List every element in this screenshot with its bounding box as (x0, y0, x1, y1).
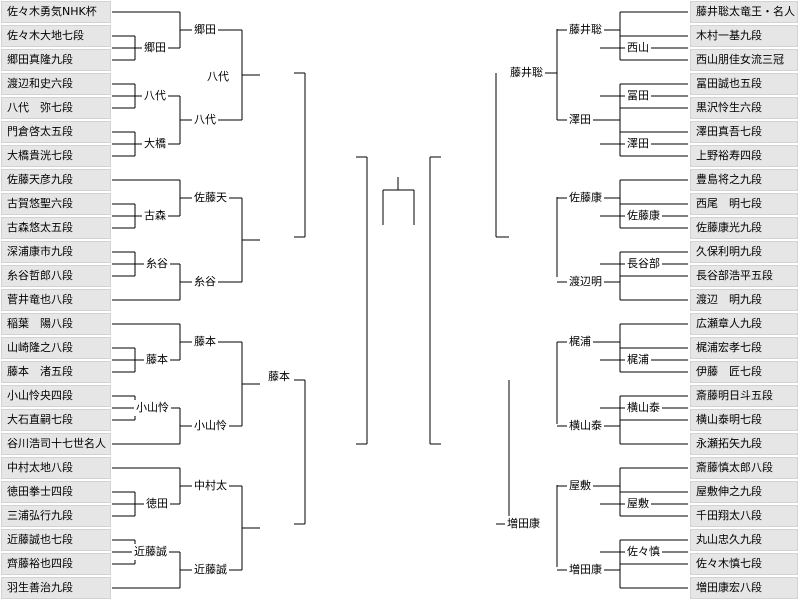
round2-winner-label: 八代 (192, 112, 218, 128)
player-entry: 佐藤康光九段 (690, 217, 798, 239)
player-entry: 西山朋佳女流三冠 (690, 49, 798, 71)
round3-winner-label: 増田康 (505, 516, 542, 532)
player-entry: 長谷部浩平五段 (690, 265, 798, 287)
player-entry: 佐々木慎七段 (690, 553, 798, 575)
player-entry: 古森悠太五段 (1, 217, 111, 239)
round2-winner-label: 中村太 (192, 478, 229, 494)
round2-winner-label: 小山怜 (192, 418, 229, 434)
player-entry: 谷川浩司十七世名人 (1, 433, 111, 455)
player-entry: 小山怜央四段 (1, 385, 111, 407)
round2-winner-label: 藤井聡 (567, 22, 604, 38)
player-entry: 糸谷哲郎八段 (1, 265, 111, 287)
round1-winner-label: 小山怜 (134, 400, 171, 416)
player-entry: 横山泰明七段 (690, 409, 798, 431)
player-entry: 千田翔太八段 (690, 505, 798, 527)
player-entry: 大橋貴洸七段 (1, 145, 111, 167)
player-entry: 伊藤 匠七段 (690, 361, 798, 383)
round1-winner-label: 徳田 (144, 496, 170, 512)
round1-winner-label: 糸谷 (144, 256, 170, 272)
round2-winner-label: 横山泰 (567, 418, 604, 434)
player-entry: 菅井竜也八段 (1, 289, 111, 311)
player-entry: 稲葉 陽八段 (1, 313, 111, 335)
round2-winner-label: 澤田 (567, 112, 593, 128)
round1-winner-label: 佐々慎 (625, 544, 662, 560)
round2-winner-label: 屋敷 (567, 478, 593, 494)
round1-winner-label: 古森 (142, 208, 168, 224)
player-entry: 渡辺 明九段 (690, 289, 798, 311)
round1-winner-label: 屋敷 (625, 496, 651, 512)
round1-winner-label: 大橋 (142, 136, 168, 152)
round1-winner-label: 藤本 (144, 352, 170, 368)
player-entry: 西尾 明七段 (690, 193, 798, 215)
player-entry: 渡辺和史六段 (1, 73, 111, 95)
round2-winner-label: 佐藤天 (192, 190, 229, 206)
round1-winner-label: 八代 (142, 88, 168, 104)
player-entry: 斎藤慎太郎八段 (690, 457, 798, 479)
round1-winner-label: 冨田 (625, 88, 651, 104)
round2-winner-label: 増田康 (567, 562, 604, 578)
player-entry: 黒沢怜生六段 (690, 97, 798, 119)
round1-winner-label: 澤田 (625, 136, 651, 152)
round2-winner-label: 藤本 (192, 334, 218, 350)
round2-winner-label: 近藤誠 (192, 562, 229, 578)
round2-winner-label: 梶浦 (567, 334, 593, 350)
round3-winner-label: 藤本 (266, 369, 292, 385)
player-entry: 郷田真隆九段 (1, 49, 111, 71)
player-entry: 増田康宏八段 (690, 577, 798, 599)
round2-winner-label: 佐藤康 (567, 190, 604, 206)
player-entry: 中村太地八段 (1, 457, 111, 479)
player-entry: 大石直嗣七段 (1, 409, 111, 431)
player-entry: 古賀悠聖六段 (1, 193, 111, 215)
player-entry: 藤井聡太竜王・名人 (690, 1, 798, 23)
player-entry: 上野裕寿四段 (690, 145, 798, 167)
player-entry: 佐々木勇気NHK杯 (1, 1, 111, 23)
player-entry: 久保利明九段 (690, 241, 798, 263)
round1-winner-label: 梶浦 (625, 352, 651, 368)
round1-winner-label: 横山泰 (625, 400, 662, 416)
player-entry: 冨田誠也五段 (690, 73, 798, 95)
player-entry: 木村一基九段 (690, 25, 798, 47)
player-entry: 羽生善治九段 (1, 577, 111, 599)
round2-winner-label: 糸谷 (192, 274, 218, 290)
player-entry: 門倉啓太五段 (1, 121, 111, 143)
player-entry: 広瀬章人九段 (690, 313, 798, 335)
player-entry: 永瀬拓矢九段 (690, 433, 798, 455)
player-entry: 齊藤裕也四段 (1, 553, 111, 575)
player-entry: 澤田真吾七段 (690, 121, 798, 143)
player-entry: 丸山忠久九段 (690, 529, 798, 551)
player-entry: 八代 弥七段 (1, 97, 111, 119)
round1-winner-label: 近藤誠 (132, 544, 169, 560)
round1-winner-label: 西山 (625, 40, 651, 56)
player-entry: 豊島将之九段 (690, 169, 798, 191)
round2-winner-label: 渡辺明 (567, 274, 604, 290)
player-entry: 藤本 渚五段 (1, 361, 111, 383)
player-entry: 佐藤天彦九段 (1, 169, 111, 191)
player-entry: 徳田拳士四段 (1, 481, 111, 503)
round3-winner-label: 八代 (205, 69, 231, 85)
player-entry: 山崎隆之八段 (1, 337, 111, 359)
player-entry: 三浦弘行九段 (1, 505, 111, 527)
player-entry: 近藤誠也七段 (1, 529, 111, 551)
round1-winner-label: 佐藤康 (625, 208, 662, 224)
player-entry: 深浦康市九段 (1, 241, 111, 263)
player-entry: 斎藤明日斗五段 (690, 385, 798, 407)
player-entry: 梶浦宏孝七段 (690, 337, 798, 359)
round3-winner-label: 藤井聡 (508, 65, 545, 81)
round1-winner-label: 郷田 (142, 40, 168, 56)
round2-winner-label: 郷田 (192, 22, 218, 38)
round1-winner-label: 長谷部 (625, 256, 662, 272)
player-entry: 佐々木大地七段 (1, 25, 111, 47)
player-entry: 屋敷伸之九段 (690, 481, 798, 503)
